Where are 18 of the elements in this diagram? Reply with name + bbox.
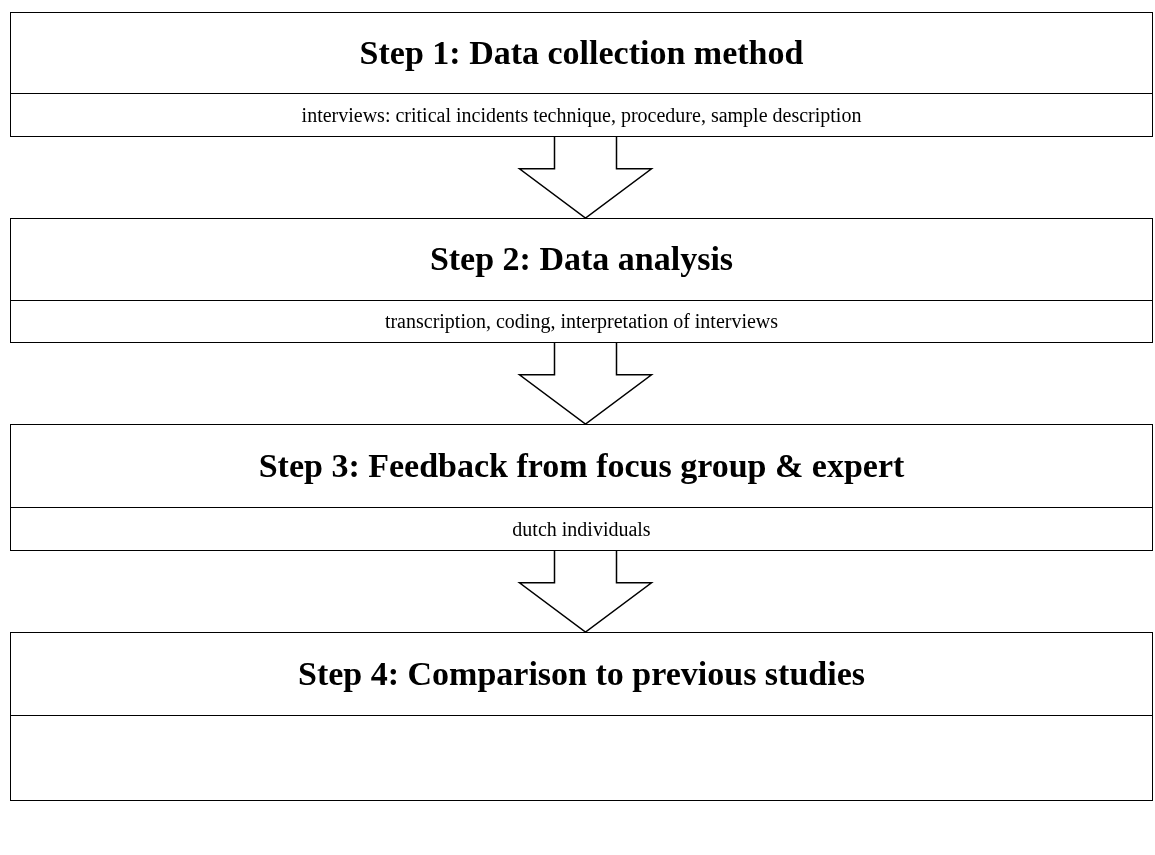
step-header-box	[10, 12, 1153, 94]
step-detail-box	[10, 507, 1153, 551]
block-arrow	[517, 135, 654, 219]
step-title: Step 2: Data analysis	[429, 239, 734, 280]
step-description: dutch individuals	[512, 516, 651, 542]
step-title: Step 4: Comparison to previous studies	[297, 653, 865, 694]
step-header-box	[10, 632, 1153, 716]
step-title: Step 3: Feedback from focus group & expert	[258, 445, 905, 486]
block-arrow	[517, 549, 654, 633]
step-description: interviews: critical incidents technique, procedure, sample description	[301, 102, 862, 128]
step-title: Step 1: Data collection method	[359, 32, 804, 73]
step-header-box	[10, 424, 1153, 508]
step-detail-box	[10, 300, 1153, 343]
step-detail-box	[10, 715, 1153, 801]
step-detail-box	[10, 93, 1153, 137]
step-header-box	[10, 218, 1153, 301]
block-arrow	[517, 341, 654, 425]
step-description: transcription, coding, interpretation of interviews	[384, 309, 779, 334]
